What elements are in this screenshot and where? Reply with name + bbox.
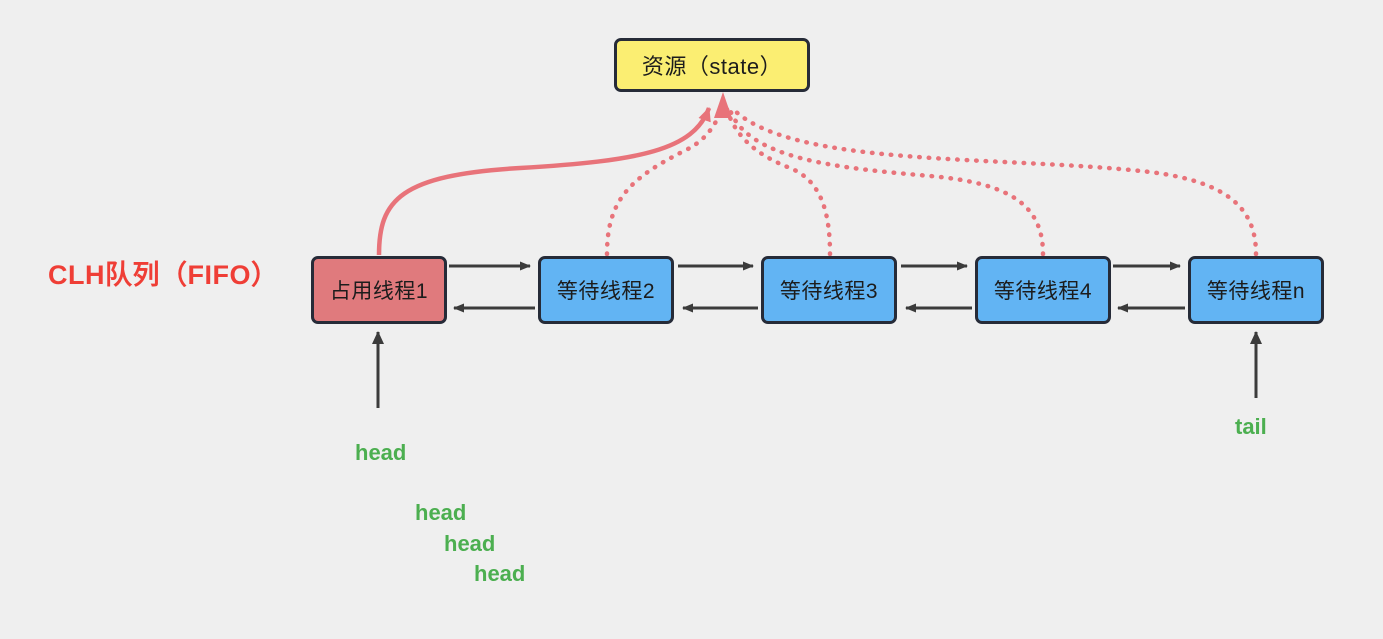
tail-pointer-label: tail — [1235, 414, 1267, 439]
queue-node-label: 等待线程3 — [779, 280, 879, 303]
queue-node-occupied-1[interactable]: 占用线程1 — [311, 256, 447, 324]
clh-queue-title: CLH队列（FIFO） — [48, 260, 279, 290]
solid-access-curve — [376, 107, 712, 256]
ghost-head-pointer-label-2: head — [444, 531, 496, 556]
queue-node-label: 等待线程4 — [993, 280, 1093, 303]
dotted-access-curves — [604, 103, 1259, 257]
head-pointer-label: head — [355, 440, 407, 465]
ghost-head-pointer-label-3: head — [474, 561, 526, 586]
queue-node-label: 占用线程1 — [329, 280, 429, 303]
queue-node-label: 等待线程2 — [556, 280, 656, 303]
queue-node-waiting-2[interactable]: 等待线程2 — [538, 256, 674, 324]
queue-node-label: 等待线程n — [1206, 280, 1306, 303]
ghost-head-pointer-label-1: head — [415, 500, 467, 525]
queue-node-waiting-4[interactable]: 等待线程4 — [975, 256, 1111, 324]
queue-node-waiting-3[interactable]: 等待线程3 — [761, 256, 897, 324]
dotted-access-arrowheads — [714, 92, 732, 118]
queue-node-waiting-n[interactable]: 等待线程n — [1188, 256, 1324, 324]
resource-node[interactable]: 资源（state） — [614, 38, 810, 92]
resource-node-label: 资源（state） — [641, 54, 783, 79]
